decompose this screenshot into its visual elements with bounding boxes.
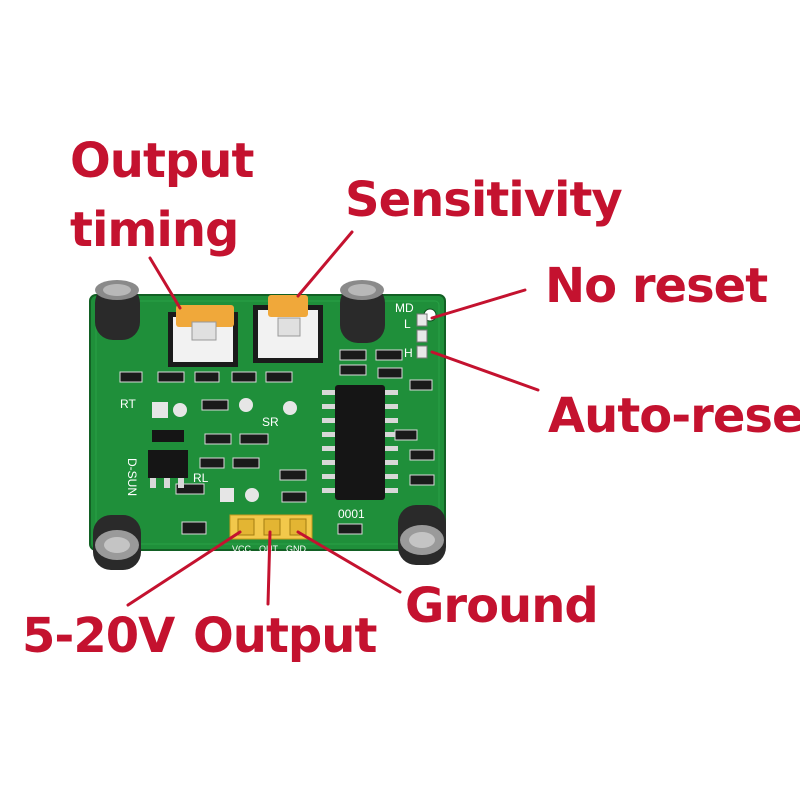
- capacitor-top-right: [340, 280, 385, 343]
- label-output-timing-line1: Output: [70, 133, 254, 189]
- silk-rl: RL: [193, 471, 209, 485]
- capacitor-bottom-right: [398, 505, 446, 565]
- silk-l: L: [404, 317, 411, 331]
- silk-brand: D-SUN: [125, 458, 139, 496]
- silk-md: MD: [395, 301, 414, 315]
- jumper-pad-mid: [416, 329, 428, 343]
- silk-h: H: [404, 346, 413, 360]
- pointer-voltage: [126, 530, 242, 607]
- silk-sr: SR: [262, 415, 279, 429]
- voltage-regulator: [148, 430, 188, 488]
- capacitor-bottom-left: [93, 515, 141, 570]
- jumper-pad-h: [416, 345, 428, 359]
- label-no-reset: No reset: [545, 258, 768, 314]
- pointer-auto-reset: [430, 350, 540, 392]
- potentiometer-sensitivity: [253, 295, 323, 363]
- capacitor-top-left: [95, 280, 140, 340]
- pointer-ground: [296, 530, 402, 594]
- label-voltage: 5-20V: [22, 608, 175, 664]
- jumper-pad-l: [416, 313, 428, 327]
- potentiometer-output-timing: [168, 305, 238, 367]
- smd-components: [119, 349, 435, 535]
- label-auto-reset: Auto-reset: [548, 388, 800, 444]
- label-sensitivity: Sensitivity: [345, 172, 623, 228]
- silk-rt: RT: [120, 397, 136, 411]
- pointer-no-reset: [430, 288, 527, 320]
- pointer-output-timing: [148, 256, 182, 310]
- ic-chip: [322, 385, 398, 500]
- silk-pin-vcc: VCC: [232, 544, 252, 554]
- label-ground: Ground: [405, 578, 599, 634]
- pointer-sensitivity: [296, 230, 354, 298]
- pointer-output: [266, 530, 272, 606]
- silk-pin-gnd: GND: [286, 544, 307, 554]
- label-output: Output: [193, 608, 377, 664]
- silk-chip-mark: 0001: [338, 507, 365, 521]
- label-output-timing-line2: timing: [70, 202, 239, 258]
